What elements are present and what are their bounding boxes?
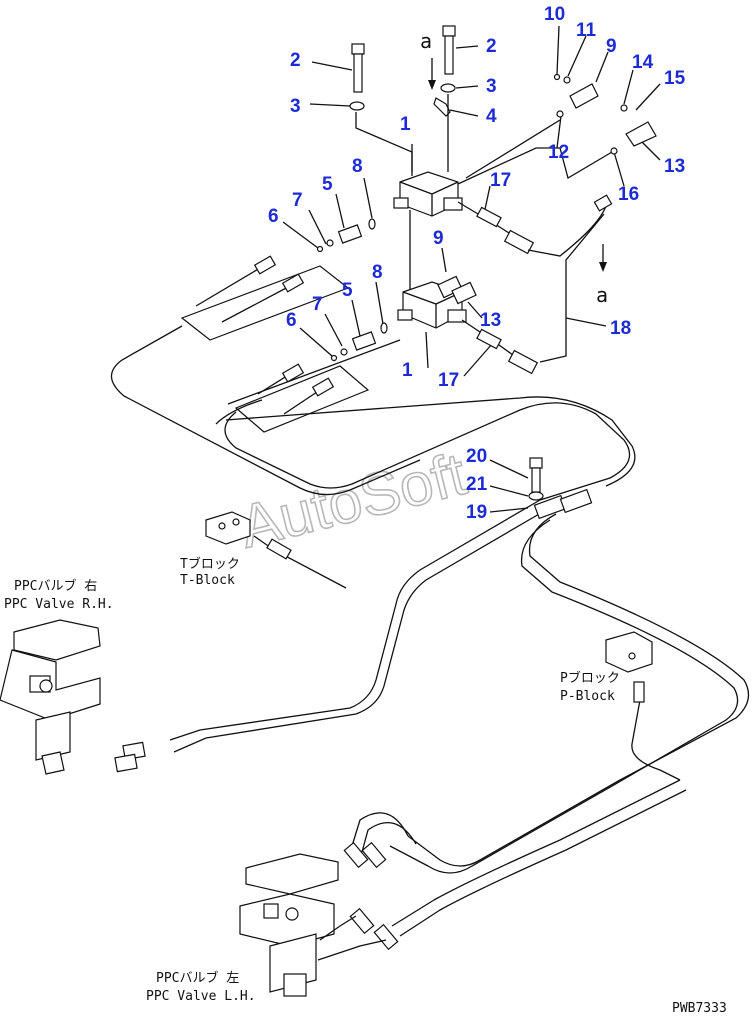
callout-3: 3 [290, 96, 301, 117]
main-hoses [169, 499, 750, 937]
bolt-2-right [440, 25, 456, 93]
bolt-2-left [349, 43, 365, 111]
callout-20: 20 [466, 446, 487, 467]
callout-14: 14 [632, 52, 654, 73]
callout-15: 15 [664, 68, 686, 89]
t-block [205, 511, 347, 589]
valve-block-upper [393, 171, 463, 217]
callout-7: 7 [292, 190, 303, 211]
bolt-20 [528, 457, 593, 520]
callouts: 2 3 2 3 4 10 11 9 14 15 12 13 16 1 8 5 7… [268, 4, 686, 523]
p-block-label-en: P-Block [560, 689, 615, 704]
view-arrow-a-bottom [599, 244, 607, 272]
callout-10: 10 [544, 4, 565, 25]
view-marker-a-bottom: a [596, 283, 608, 307]
ppc-valve-rh [0, 619, 146, 775]
t-block-label-jp: Tブロック [180, 556, 240, 572]
hose-17-upper [457, 201, 535, 255]
elbow-4 [433, 97, 451, 117]
p-block-label-jp: Pブロック [560, 670, 620, 686]
fittings-lower-block [437, 275, 477, 305]
ppc-valve-lh [239, 841, 399, 997]
callout-21: 21 [466, 474, 488, 495]
ppc-valve-lh-label-en: PPC Valve L.H. [146, 989, 256, 1004]
ppc-valve-rh-label-jp: PPCバルブ 右 [14, 578, 97, 594]
callout-17: 17 [438, 370, 459, 391]
callout-6: 6 [268, 206, 279, 227]
callout-4: 4 [486, 106, 497, 127]
ppc-valve-rh-label-en: PPC Valve R.H. [4, 597, 114, 612]
hose-plate-lower [234, 363, 370, 433]
callout-12: 12 [548, 142, 569, 163]
hose-plate-upper [180, 255, 350, 341]
view-arrow-a-top [428, 58, 436, 90]
callout-8: 8 [372, 262, 383, 283]
fittings-lower [330, 322, 388, 362]
callout-1: 1 [400, 114, 411, 135]
harness-loop-outer [110, 325, 636, 501]
callout-9: 9 [433, 228, 444, 249]
callout-13: 13 [664, 156, 685, 177]
callout-6: 6 [286, 310, 297, 331]
drawing-code: PWB7333 [672, 1001, 727, 1016]
p-block [605, 631, 653, 703]
callout-2: 2 [486, 36, 497, 57]
callout-1: 1 [402, 360, 413, 381]
hose-17-lower [461, 319, 539, 375]
callout-3: 3 [486, 76, 497, 97]
callout-18: 18 [610, 318, 631, 339]
leader-lines [282, 25, 661, 513]
hose-18 [527, 194, 613, 363]
watermark: AutoSoft [233, 440, 473, 561]
ppc-valve-lh-label-jp: PPCバルブ 左 [156, 970, 239, 986]
callout-13: 13 [480, 310, 501, 331]
callout-2: 2 [290, 50, 301, 71]
callout-5: 5 [342, 280, 353, 301]
fittings-right-upper [553, 73, 657, 155]
callout-9: 9 [606, 36, 617, 57]
view-marker-a-top: a [420, 29, 432, 53]
callout-7: 7 [312, 294, 323, 315]
callout-5: 5 [322, 174, 333, 195]
callout-19: 19 [466, 502, 487, 523]
t-block-label-en: T-Block [180, 573, 235, 588]
fittings-upper [316, 218, 376, 253]
callout-8: 8 [352, 156, 363, 177]
callout-11: 11 [576, 20, 597, 41]
callout-16: 16 [618, 184, 639, 205]
callout-17: 17 [490, 170, 511, 191]
